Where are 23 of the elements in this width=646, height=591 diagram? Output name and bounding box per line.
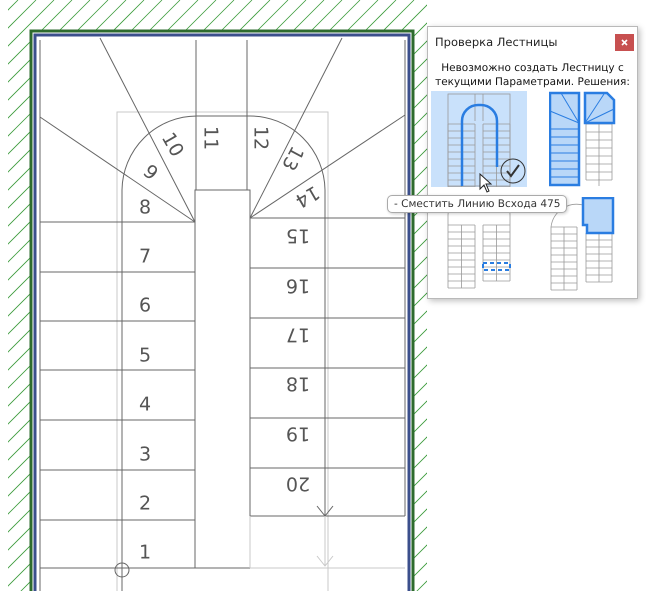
step-number: 8 [138,198,152,218]
step-number: 4 [138,396,152,414]
dialog-message: Невозможно создать Лестницу с текущими Параметрами. Решения: [434,61,631,89]
step-number: 3 [138,446,152,464]
step-number: 10 [158,130,186,160]
tooltip: - Сместить Линию Всхода 475 [387,195,568,213]
step-number: 1 [138,544,152,562]
step-number: 14 [292,182,322,210]
step-number: 17 [286,324,310,344]
step-number: 5 [138,346,152,366]
step-number: 20 [286,474,310,492]
step-number: 6 [138,296,152,316]
step-number: 12 [250,126,270,150]
step-number: 2 [138,494,152,514]
step-number: 11 [200,126,220,150]
dialog-title: Проверка Лестницы [435,35,558,49]
step-number: 18 [286,374,310,392]
step-number: 7 [138,248,152,266]
step-number: 16 [286,276,310,294]
step-number: 19 [286,424,310,442]
step-number: 15 [286,226,310,244]
step-number: 13 [278,142,306,174]
step-number: 9 [139,162,161,184]
